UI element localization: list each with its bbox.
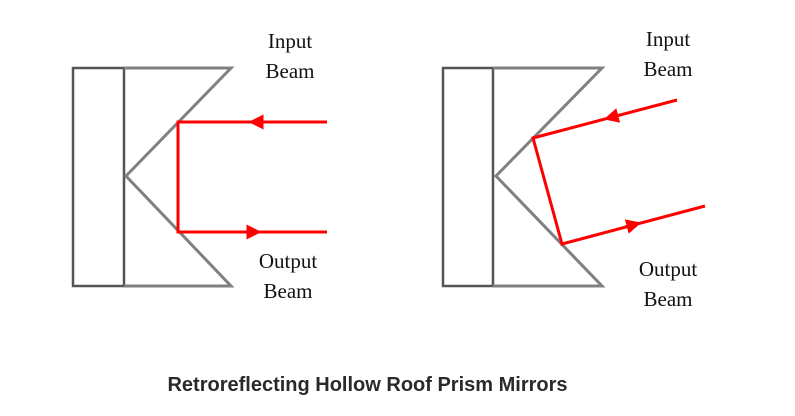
output-label-1: Output <box>259 249 318 273</box>
output-label-2: Beam <box>644 287 693 311</box>
output-label-1: Output <box>639 257 698 281</box>
input-label-1: Input <box>646 27 690 51</box>
beam-path <box>531 98 706 246</box>
roof-mirror <box>493 66 606 288</box>
prism-normal-incidence: Input Beam Output Beam <box>71 29 327 303</box>
input-arrow-icon <box>603 108 621 123</box>
input-label-2: Beam <box>266 59 315 83</box>
prism-oblique-incidence: Input Beam Output Beam <box>441 27 706 311</box>
input-label-2: Beam <box>644 57 693 81</box>
figure-title: Retroreflecting Hollow Roof Prism Mirror… <box>167 374 568 396</box>
input-label-1: Input <box>268 29 312 53</box>
roof-mirror <box>123 66 235 288</box>
mount-plate <box>71 66 126 288</box>
output-label-2: Beam <box>264 279 313 303</box>
mount-plate <box>441 66 495 288</box>
beam-path <box>176 120 327 234</box>
output-arrow-icon <box>624 219 642 234</box>
